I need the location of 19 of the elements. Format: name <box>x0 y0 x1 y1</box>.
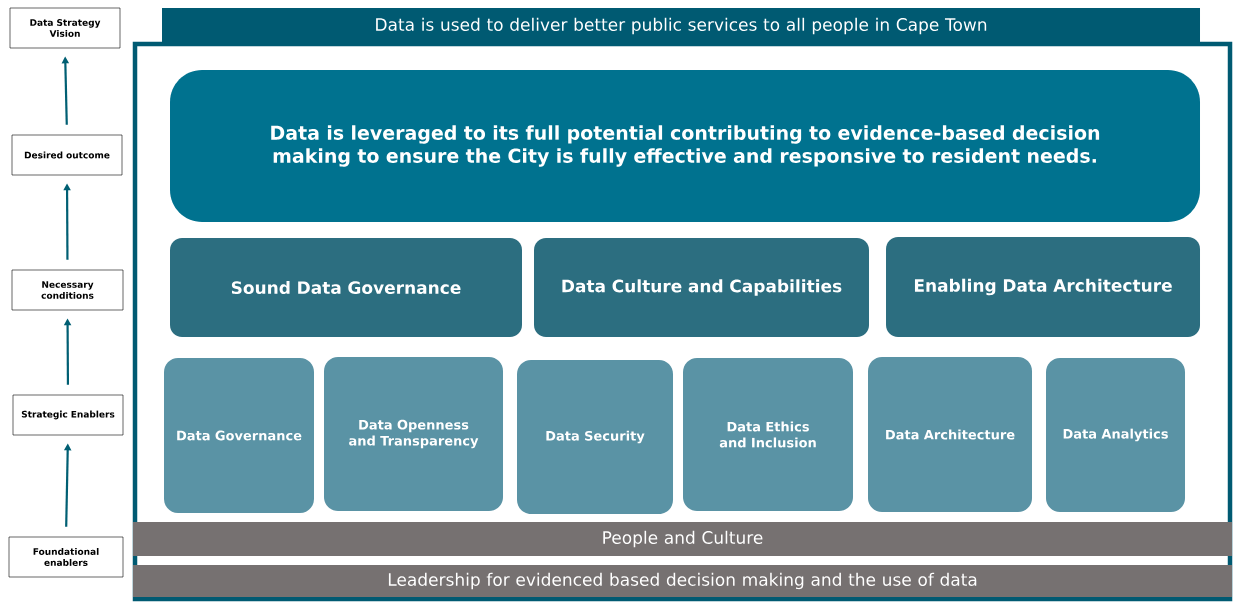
enabler-box: Data Security <box>517 360 673 514</box>
stage-box: Necessary conditions <box>11 269 124 311</box>
outcome-box: Data is leveraged to its full potential contributing to evidence-based decision making to ensure the City is fully effective and responsive to resident needs. <box>170 70 1200 222</box>
enabler-box: Data Ethics and Inclusion <box>683 358 853 511</box>
stage-box: Strategic Enablers <box>12 394 124 436</box>
stage-box: Data Strategy Vision <box>9 7 121 49</box>
condition-box: Sound Data Governance <box>170 238 522 337</box>
foundation-band: People and Culture <box>133 522 1232 556</box>
enabler-box: Data Openness and Transparency <box>324 357 503 511</box>
enabler-box: Data Analytics <box>1046 358 1185 512</box>
condition-box: Data Culture and Capabilities <box>534 238 869 337</box>
foundation-band: Leadership for evidenced based decision making and the use of data <box>133 565 1232 597</box>
condition-box: Enabling Data Architecture <box>886 237 1200 337</box>
enabler-box: Data Governance <box>164 358 314 513</box>
stage-box: Desired outcome <box>11 134 123 176</box>
stage-box: Foundational enablers <box>8 536 124 578</box>
node-label: Data is used to deliver better public services to all people in Cape Town <box>376 17 987 35</box>
vision-banner: Data is used to deliver better public services to all people in Cape Town <box>162 8 1200 44</box>
enabler-box: Data Architecture <box>868 357 1032 512</box>
